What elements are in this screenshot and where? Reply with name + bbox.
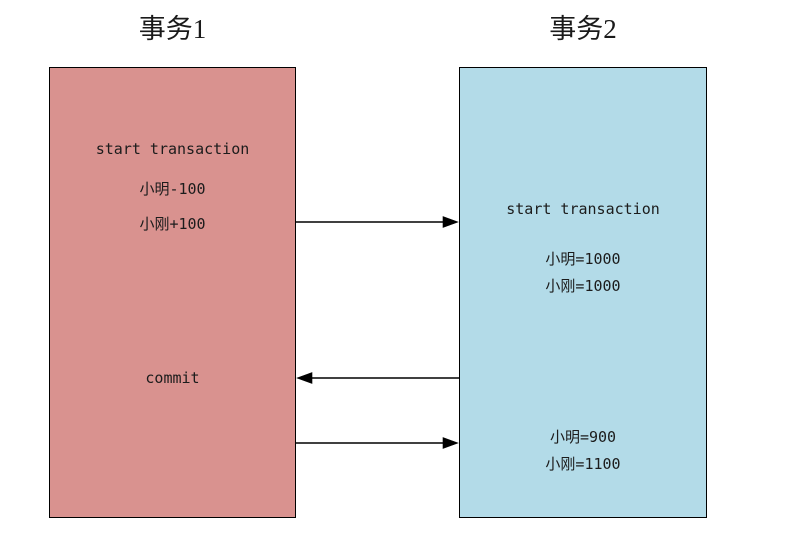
- transaction2-gang-after-label: 小刚=1100: [545, 455, 621, 473]
- arrow-tx1-to-tx2-bottom-head: [442, 437, 459, 449]
- transaction1-ming-debit-label: 小明-100: [139, 180, 206, 198]
- transaction1-box: [49, 67, 296, 518]
- transaction2-start-label: start transaction: [506, 200, 660, 218]
- transaction1-start-label: start transaction: [95, 140, 250, 158]
- arrow-tx1-to-tx2-top-head: [442, 216, 459, 228]
- transaction2-title: 事务2: [549, 14, 617, 44]
- transaction2-box: [459, 67, 707, 518]
- transaction2-ming-before-label: 小明=1000: [545, 250, 621, 268]
- transaction2-gang-before-label: 小刚=1000: [545, 277, 621, 295]
- transaction2-ming-after-label: 小明=900: [549, 428, 617, 446]
- transaction1-title: 事务1: [138, 14, 207, 44]
- transaction1-gang-credit-label: 小刚+100: [139, 215, 206, 233]
- transaction1-commit-label: commit: [145, 369, 200, 387]
- arrow-tx2-to-tx1-middle-head: [296, 372, 313, 384]
